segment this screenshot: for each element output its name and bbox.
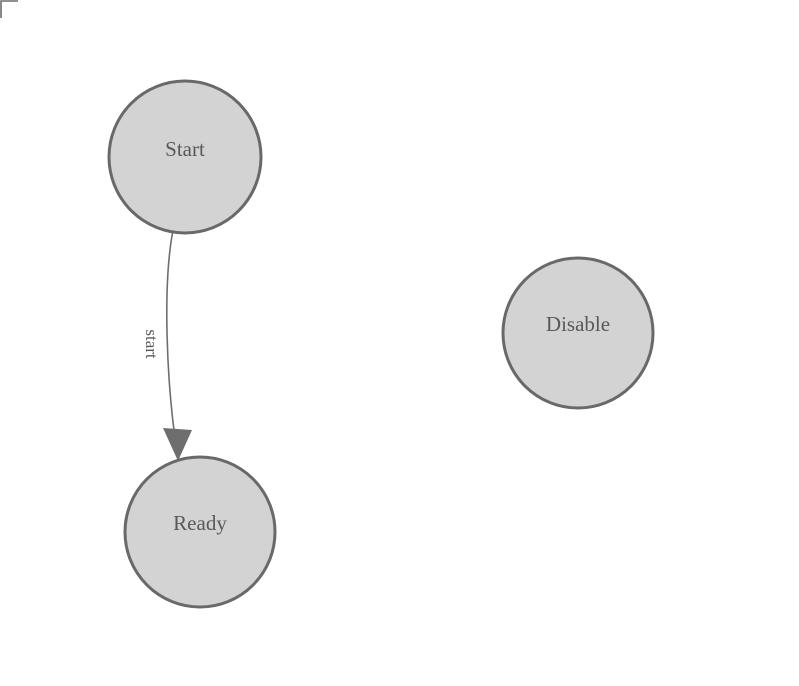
edge-line [166,232,178,453]
edge-label-start: start [142,329,161,359]
arrowhead-icon [163,428,192,461]
node-ready-shape [123,455,277,609]
node-ready[interactable]: Ready [123,455,277,609]
node-start-label: Start [165,137,205,161]
node-disable-label: Disable [546,312,610,336]
node-disable[interactable]: Disable [501,256,655,410]
node-start-shape [107,79,263,235]
node-disable-shape [501,256,655,410]
node-start[interactable]: Start [107,79,263,235]
edge-start-to-ready[interactable]: start [142,232,192,461]
corner-mark-top-left [0,0,18,18]
node-ready-label: Ready [173,511,227,535]
